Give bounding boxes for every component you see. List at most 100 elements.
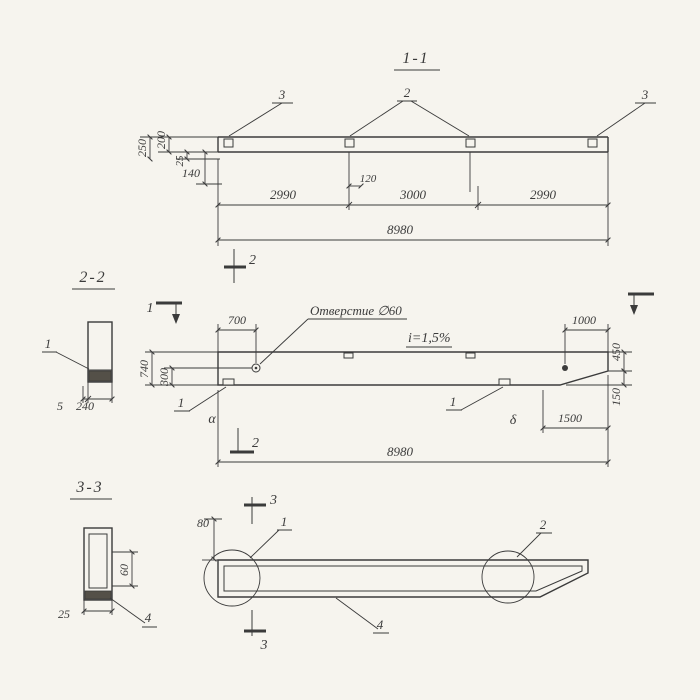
mark-delta: δ bbox=[510, 413, 517, 428]
bearing-pad-icon bbox=[222, 378, 235, 386]
mark-alpha: α bbox=[208, 412, 216, 427]
dims-section22: 5 240 bbox=[57, 382, 115, 413]
cut-label: 2 bbox=[252, 436, 259, 451]
cut-mark-3-top: 3 bbox=[244, 493, 277, 524]
dim-3000: 3000 bbox=[399, 187, 427, 202]
embed-plate-icon bbox=[587, 138, 598, 148]
elevation-view: 2 1 Отверстие ∅60 i=1,5% bbox=[137, 249, 654, 467]
dim-150: 150 bbox=[609, 388, 623, 406]
dim-120: 120 bbox=[360, 173, 377, 185]
dims-left-elevation: 740 300 bbox=[137, 349, 252, 388]
dims-top-elevation: 700 1000 bbox=[215, 313, 611, 364]
view-1-1: 1-1 3 2 3 bbox=[135, 50, 656, 246]
dim-8980-elevation: 8980 bbox=[387, 444, 414, 459]
cut-mark-1-right bbox=[628, 292, 654, 315]
callout-label: 1 bbox=[45, 336, 52, 351]
dim-200: 200 bbox=[154, 131, 168, 149]
cut-label: 2 bbox=[249, 253, 256, 268]
profile-view: 3 1 80 2 4 3 bbox=[197, 493, 589, 653]
profile-inner-wall bbox=[223, 565, 583, 592]
view-2-2-title: 2-2 bbox=[79, 269, 106, 286]
callout-label: 2 bbox=[404, 85, 411, 100]
dims-section33: 60 25 bbox=[58, 549, 138, 621]
hole-center bbox=[254, 366, 258, 370]
detail-circle-right bbox=[481, 550, 535, 604]
dim-1500: 1500 bbox=[558, 411, 582, 425]
dim-700: 700 bbox=[228, 313, 246, 327]
section-3-3-outline bbox=[83, 527, 113, 601]
dim-140: 140 bbox=[182, 166, 200, 180]
dim-1500-group: 1500 bbox=[540, 375, 611, 467]
callout-1-left-elevation: 1 bbox=[174, 386, 227, 412]
dim-5: 5 bbox=[57, 399, 63, 413]
dim-60: 60 bbox=[117, 564, 131, 576]
dims-bottom-1-1: 120 2990 3000 2990 8980 bbox=[215, 152, 611, 246]
dim-1000: 1000 bbox=[572, 313, 596, 327]
callout-2-profile: 2 bbox=[516, 517, 552, 558]
slope-note: i=1,5% bbox=[406, 331, 452, 348]
section-3-3-void bbox=[88, 533, 108, 589]
slope-label: i=1,5% bbox=[408, 331, 451, 346]
view-3-3-title: 3-3 bbox=[75, 479, 103, 496]
callout-label: 4 bbox=[145, 610, 152, 625]
embed-plate-icon bbox=[343, 352, 354, 359]
cut-mark-1-left: 1 bbox=[147, 301, 182, 324]
dim-740: 740 bbox=[137, 360, 151, 378]
embed-plate-icon bbox=[465, 352, 476, 359]
hole-right-icon bbox=[562, 365, 568, 371]
arrow-down-icon bbox=[172, 314, 180, 324]
callout-label: 1 bbox=[450, 394, 457, 409]
beam-outline-1-1 bbox=[217, 136, 609, 153]
embed-plate-icon bbox=[223, 138, 234, 148]
dims-right-elevation: 450 150 bbox=[566, 343, 632, 406]
dim-450: 450 bbox=[609, 343, 623, 361]
callout-4-profile: 4 bbox=[335, 597, 389, 634]
arrow-down-icon bbox=[630, 305, 638, 315]
dim-2990-right: 2990 bbox=[530, 187, 557, 202]
cut-label: 1 bbox=[147, 301, 154, 316]
section-2-2-flange bbox=[88, 370, 112, 382]
view-2-2: 2-2 1 5 240 bbox=[42, 269, 115, 413]
callout-1-profile: 1 bbox=[249, 514, 292, 559]
view-1-1-title: 1-1 bbox=[402, 50, 429, 67]
section-3-3-flange bbox=[84, 590, 112, 600]
view-3-3: 3-3 60 25 4 bbox=[58, 479, 157, 628]
dim-240: 240 bbox=[76, 399, 94, 413]
embed-plate-icon bbox=[344, 138, 355, 148]
profile-outline bbox=[217, 559, 589, 598]
dim-25-section33: 25 bbox=[58, 607, 70, 621]
callout-3-left: 3 bbox=[228, 87, 293, 137]
callout-label: 4 bbox=[377, 617, 384, 632]
callout-label: 2 bbox=[540, 517, 547, 532]
embed-plate-icon bbox=[465, 138, 476, 148]
beam-outline-elevation bbox=[217, 351, 609, 386]
dim-80-group: 80 bbox=[197, 516, 222, 562]
cut-mark-2-bottom: 2 bbox=[230, 428, 259, 454]
callout-label: 3 bbox=[641, 87, 649, 102]
bearing-pad-icon bbox=[498, 378, 511, 386]
cut-label: 3 bbox=[269, 493, 277, 508]
dim-250: 250 bbox=[135, 139, 149, 157]
dim-25: 25 bbox=[174, 155, 186, 167]
dims-left-1-1: 250 200 25 140 bbox=[135, 131, 222, 187]
cut-mark-2-top: 2 bbox=[224, 249, 256, 283]
callout-label: 3 bbox=[278, 87, 286, 102]
detail-circle-left bbox=[203, 549, 261, 607]
cut-mark-3-bottom: 3 bbox=[244, 610, 268, 653]
hole-note-label: Отверстие ∅60 bbox=[310, 303, 402, 318]
dim-8980-elevation-group: 8980 bbox=[215, 390, 611, 467]
cut-label: 3 bbox=[260, 638, 268, 653]
dim-300: 300 bbox=[157, 368, 171, 387]
callout-1-section22: 1 bbox=[42, 336, 90, 370]
callout-4-section33: 4 bbox=[109, 597, 157, 628]
section-2-2-outline bbox=[87, 321, 113, 383]
callout-1-right-elevation: 1 bbox=[446, 386, 504, 411]
dim-2990-left: 2990 bbox=[270, 187, 297, 202]
dim-80: 80 bbox=[197, 516, 209, 530]
dim-8980-top: 8980 bbox=[387, 222, 414, 237]
callout-label: 1 bbox=[178, 395, 185, 410]
callout-3-right: 3 bbox=[596, 87, 656, 137]
callout-2-mid: 2 bbox=[349, 85, 470, 137]
